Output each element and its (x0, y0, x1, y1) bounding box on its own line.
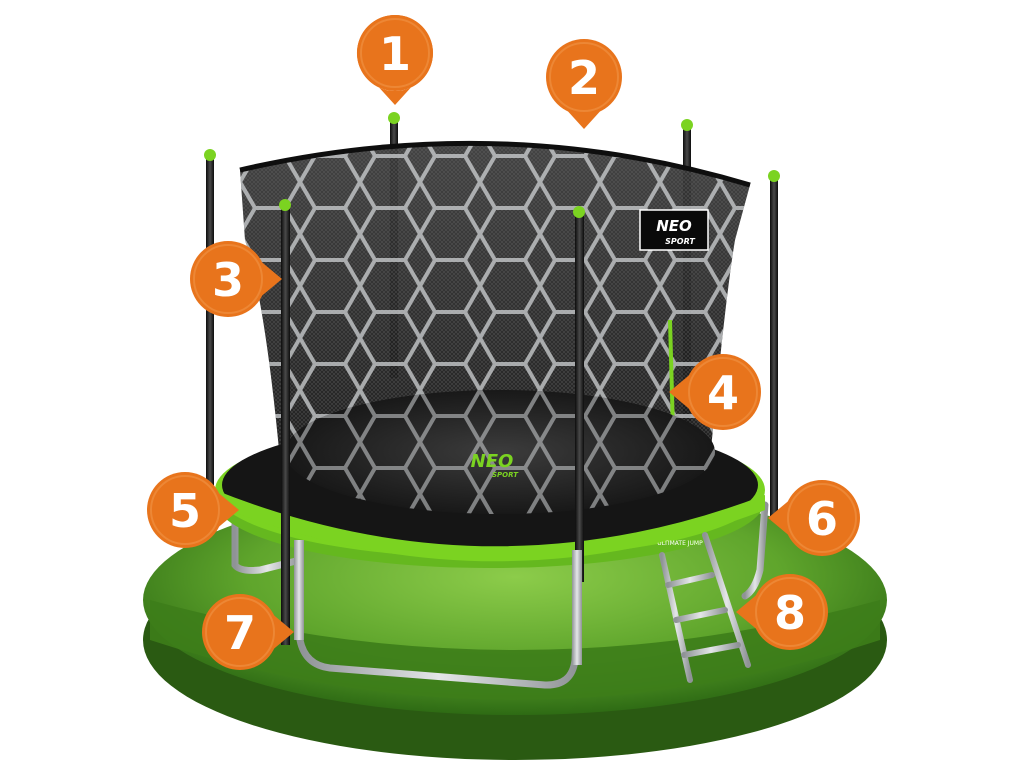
front-poles (279, 199, 585, 665)
callout-7: 7 (202, 594, 294, 670)
callout-8: 8 (736, 574, 828, 650)
callout-1: 1 (356, 15, 433, 105)
callout-8-label: 8 (774, 586, 806, 640)
callout-6-label: 6 (806, 492, 838, 546)
callout-5: 5 (147, 472, 239, 548)
frame-legs (231, 496, 769, 689)
callout-3-label: 3 (212, 253, 244, 307)
callout-4-label: 4 (707, 366, 739, 420)
callout-5-label: 5 (169, 484, 201, 538)
net-logo-main: NEO (656, 217, 692, 235)
mat-logo-sub: SPORT (492, 471, 519, 479)
callout-6: 6 (768, 480, 860, 556)
net-logo-sub: SPORT (665, 237, 695, 246)
callout-4: 4 (669, 354, 761, 430)
mat-logo-main: NEO (471, 451, 514, 472)
trampoline-body: NEO SPORT ULTIMATE JUMP (215, 390, 765, 568)
net-brand-tag: NEO SPORT (639, 209, 709, 251)
callout-7-label: 7 (224, 606, 256, 660)
callout-2: 2 (546, 39, 622, 129)
ladder (659, 532, 751, 683)
callout-2-label: 2 (568, 51, 600, 105)
pad-label: ULTIMATE JUMP (657, 540, 703, 547)
callout-3: 3 (190, 241, 282, 317)
callout-1-label: 1 (379, 27, 411, 81)
